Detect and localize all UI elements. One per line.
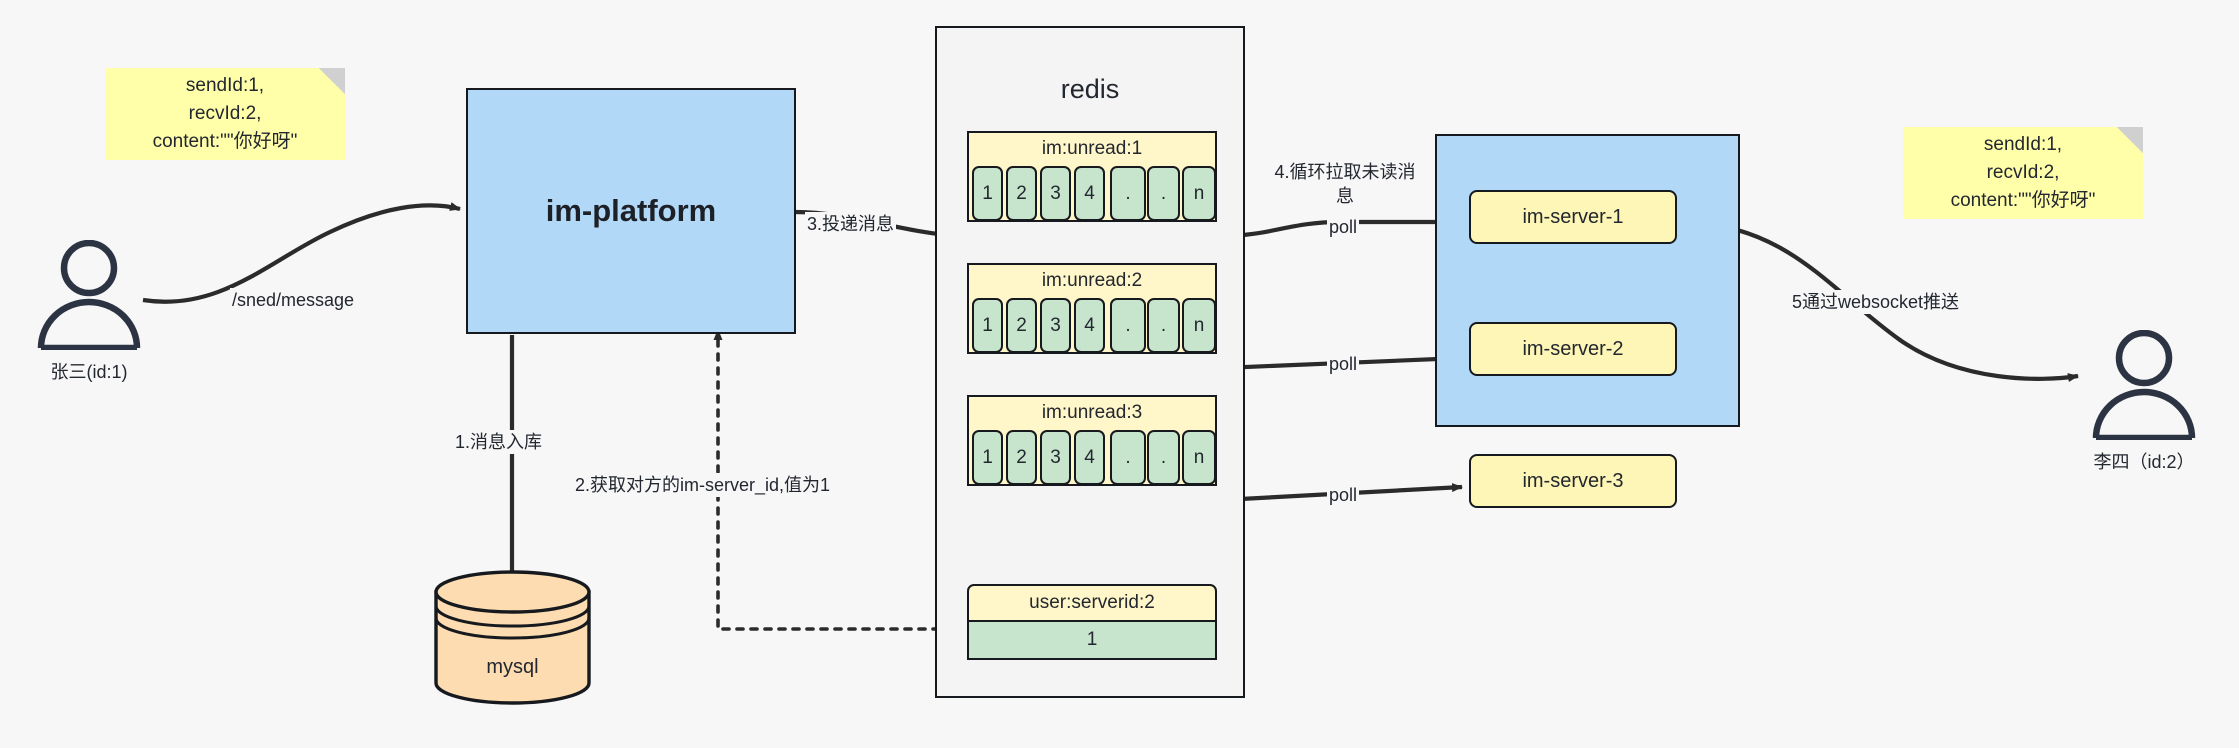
queue-im-unread-3-key: im:unread:3 (1041, 402, 1143, 423)
queue-cell: 3 (1040, 430, 1071, 485)
queue-cell: 1 (972, 298, 1003, 353)
edge-label-step5: 5通过websocket推送 (1790, 290, 1962, 314)
queue-cell: 1 (972, 166, 1003, 221)
sticky-note-right: sendId:1, recvId:2, content:""你好呀" (1903, 127, 2143, 219)
sticky-note-left-text: sendId:1, recvId:2, content:""你好呀" (152, 75, 298, 152)
im-server-3-label: im-server-3 (1522, 469, 1624, 492)
edge-label-poll-3: poll (1327, 483, 1360, 507)
queue-im-unread-1-key: im:unread:1 (1041, 138, 1143, 159)
sender-user (30, 239, 148, 352)
queue-cell: 4 (1074, 430, 1105, 485)
queue-cell: n (1182, 298, 1216, 353)
redis-title: redis (1060, 74, 1120, 104)
im-server-1-label: im-server-1 (1522, 205, 1624, 228)
edge-label-poll-2: poll (1327, 352, 1360, 376)
receiver-user (2085, 329, 2203, 442)
queue-cell: 4 (1074, 166, 1105, 221)
sticky-note-left: sendId:1, recvId:2, content:""你好呀" (105, 68, 345, 160)
im-platform-box[interactable]: im-platform (466, 88, 796, 334)
queue-cell: . (1147, 166, 1180, 221)
im-server-3[interactable]: im-server-3 (1469, 454, 1677, 508)
redis-kv-user-serverid[interactable]: user:serverid:2 1 (967, 584, 1217, 662)
edge-label-step4: 4.循环拉取未读消 息 (1258, 160, 1432, 208)
queue-cell: n (1182, 430, 1216, 485)
edge-label-step3: 3.投递消息 (805, 212, 897, 236)
redis-kv-key: user:serverid:2 (967, 584, 1217, 622)
mysql-label: mysql (486, 656, 539, 678)
queue-im-unread-3[interactable]: im:unread:3 1 2 3 4 . . n (967, 395, 1217, 486)
queue-cell: . (1110, 166, 1146, 221)
queue-im-unread-2[interactable]: im:unread:2 1 2 3 4 . . n (967, 263, 1217, 354)
sender-user-label: 张三(id:1) (50, 362, 128, 382)
sticky-note-right-text: sendId:1, recvId:2, content:""你好呀" (1950, 134, 2096, 211)
im-platform-label: im-platform (545, 193, 717, 228)
edge-label-send-message: /sned/message (230, 288, 357, 312)
queue-cell: 3 (1040, 166, 1071, 221)
im-server-1[interactable]: im-server-1 (1469, 190, 1677, 244)
queue-cell: . (1147, 430, 1180, 485)
mysql-database[interactable]: mysql (430, 570, 595, 705)
queue-cell: 2 (1006, 430, 1037, 485)
edge-label-step2: 2.获取对方的im-server_id,值为1 (573, 473, 833, 497)
queue-cell: . (1110, 430, 1146, 485)
sticky-fold-icon (2117, 127, 2143, 153)
queue-cell: n (1182, 166, 1216, 221)
edge-label-poll-1: poll (1327, 215, 1360, 239)
queue-cell: 3 (1040, 298, 1071, 353)
sticky-fold-icon (319, 68, 345, 94)
queue-cell: 2 (1006, 298, 1037, 353)
queue-im-unread-2-key: im:unread:2 (1041, 270, 1143, 291)
edge-label-step1: 1.消息入库 (453, 430, 545, 454)
queue-cell: . (1147, 298, 1180, 353)
im-server-cluster: im-server-1 im-server-2 im-server-3 (1435, 134, 1740, 508)
queue-cell: . (1110, 298, 1146, 353)
queue-cell: 4 (1074, 298, 1105, 353)
im-server-2[interactable]: im-server-2 (1469, 322, 1677, 376)
redis-kv-value: 1 (967, 622, 1217, 660)
receiver-user-label: 李四（id:2） (2093, 452, 2195, 472)
redis-container: redis im:unread:1 1 2 3 4 . . n im:unrea… (935, 26, 1245, 698)
queue-cell: 2 (1006, 166, 1037, 221)
queue-im-unread-1[interactable]: im:unread:1 1 2 3 4 . . n (967, 131, 1217, 222)
queue-cell: 1 (972, 430, 1003, 485)
im-server-2-label: im-server-2 (1522, 337, 1624, 360)
